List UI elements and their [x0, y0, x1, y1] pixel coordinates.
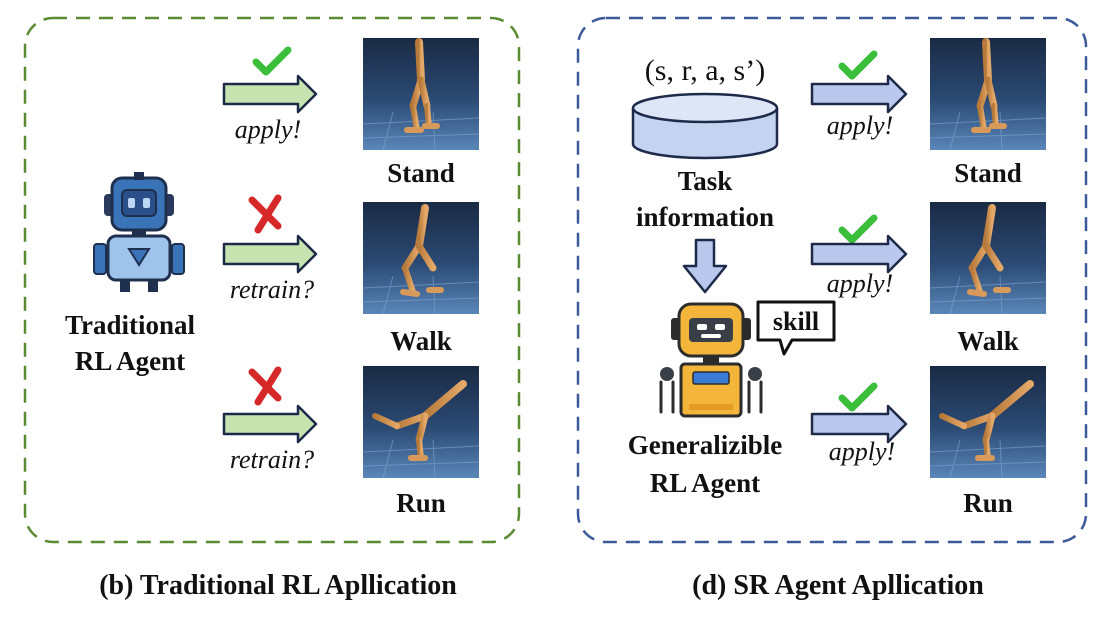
right-agent-label-line1: Generalizible: [628, 430, 782, 460]
check-icon: [838, 214, 878, 244]
left-agent-label-line1: Traditional: [65, 310, 196, 340]
database-label-line1: Task: [678, 166, 733, 196]
arrow-label-apply: apply!: [829, 437, 895, 466]
arrow-label-apply: apply!: [827, 111, 893, 140]
walker-walk-image: [362, 202, 480, 315]
speech-bubble-text: skill: [773, 307, 819, 336]
cross-icon: [248, 194, 282, 234]
speech-bubble: [756, 300, 836, 356]
left-caption: (b) Traditional RL Apllication: [99, 570, 457, 601]
task-label-run: Run: [396, 488, 446, 518]
right-panel-border: [576, 16, 1088, 544]
blue-robot-icon: [93, 172, 185, 292]
task-label-run: Run: [963, 488, 1013, 518]
check-icon: [838, 382, 878, 412]
right-agent-label-line2: RL Agent: [650, 468, 760, 498]
retrain-arrow: [222, 234, 318, 274]
walker-walk-image: [929, 202, 1047, 315]
down-arrow-icon: [682, 238, 728, 294]
database-label-line2: information: [636, 202, 774, 232]
right-caption: (d) SR Agent Apllication: [692, 570, 984, 601]
yellow-robot-icon: [659, 302, 763, 418]
left-panel-border: [23, 16, 521, 544]
arrow-label-retrain: retrain?: [230, 445, 314, 474]
apply-arrow: [810, 234, 908, 274]
retrain-arrow: [222, 404, 318, 444]
task-label-walk: Walk: [390, 326, 452, 356]
cross-icon: [248, 366, 282, 406]
task-label-stand: Stand: [387, 158, 455, 188]
task-label-walk: Walk: [957, 326, 1019, 356]
arrow-label-apply: apply!: [235, 115, 301, 144]
check-icon: [252, 46, 292, 76]
left-agent-label-line2: RL Agent: [75, 346, 185, 376]
arrow-label-retrain: retrain?: [230, 275, 314, 304]
database-icon: [631, 92, 779, 160]
check-icon: [838, 50, 878, 80]
transition-tuple: (s, r, a, s’): [645, 54, 765, 87]
apply-arrow: [810, 404, 908, 444]
walker-run-image: [929, 366, 1047, 479]
walker-stand-image: [362, 38, 480, 151]
apply-arrow: [810, 74, 908, 114]
walker-stand-image: [929, 38, 1047, 151]
arrow-label-apply: apply!: [827, 269, 893, 298]
walker-run-image: [362, 366, 480, 479]
apply-arrow: [222, 74, 318, 114]
task-label-stand: Stand: [954, 158, 1022, 188]
